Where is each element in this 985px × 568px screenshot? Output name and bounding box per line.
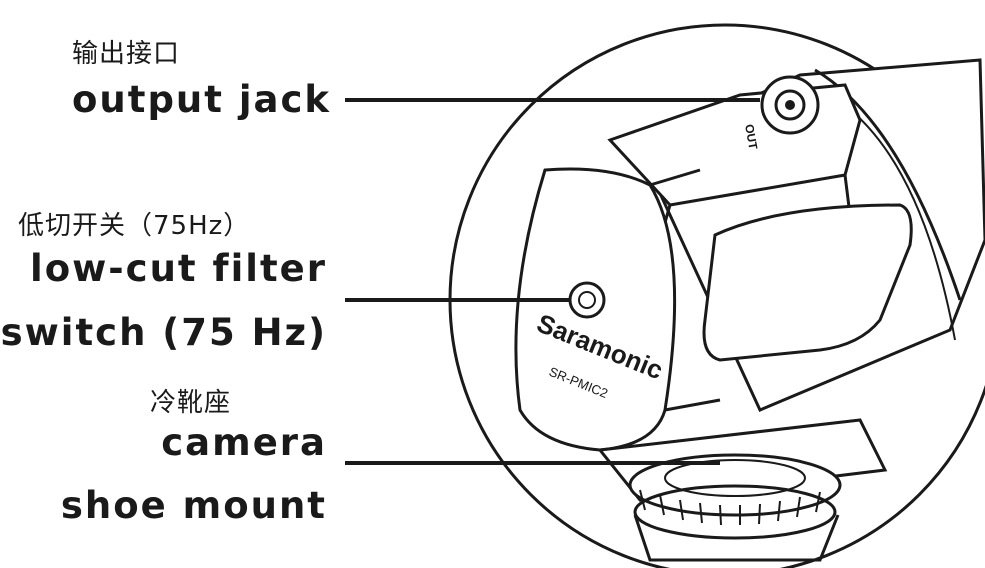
lowcut-label-zh: 低切开关（75Hz） bbox=[18, 211, 251, 241]
jack-hole bbox=[785, 100, 795, 110]
shoe-foot bbox=[633, 514, 840, 562]
output-jack-label-en: output jack bbox=[72, 78, 332, 121]
lowcut-switch-inner bbox=[578, 291, 596, 309]
lowcut-label-en-line2: switch (75 Hz) bbox=[0, 311, 327, 354]
output-jack-label-zh: 输出接口 bbox=[72, 39, 181, 69]
port-label: OUT bbox=[742, 123, 760, 151]
shoe-mount-label-en-line1: camera bbox=[161, 421, 327, 464]
side-window bbox=[702, 203, 913, 362]
shoe-mount-label-zh: 冷靴座 bbox=[150, 388, 232, 418]
front-face-side bbox=[649, 168, 721, 412]
shoe-mount-label-en-line2: shoe mount bbox=[60, 484, 327, 527]
lowcut-label-en-line1: low-cut filter bbox=[30, 247, 327, 290]
shoe-ring-bottom bbox=[633, 484, 837, 540]
knurling bbox=[639, 489, 821, 526]
